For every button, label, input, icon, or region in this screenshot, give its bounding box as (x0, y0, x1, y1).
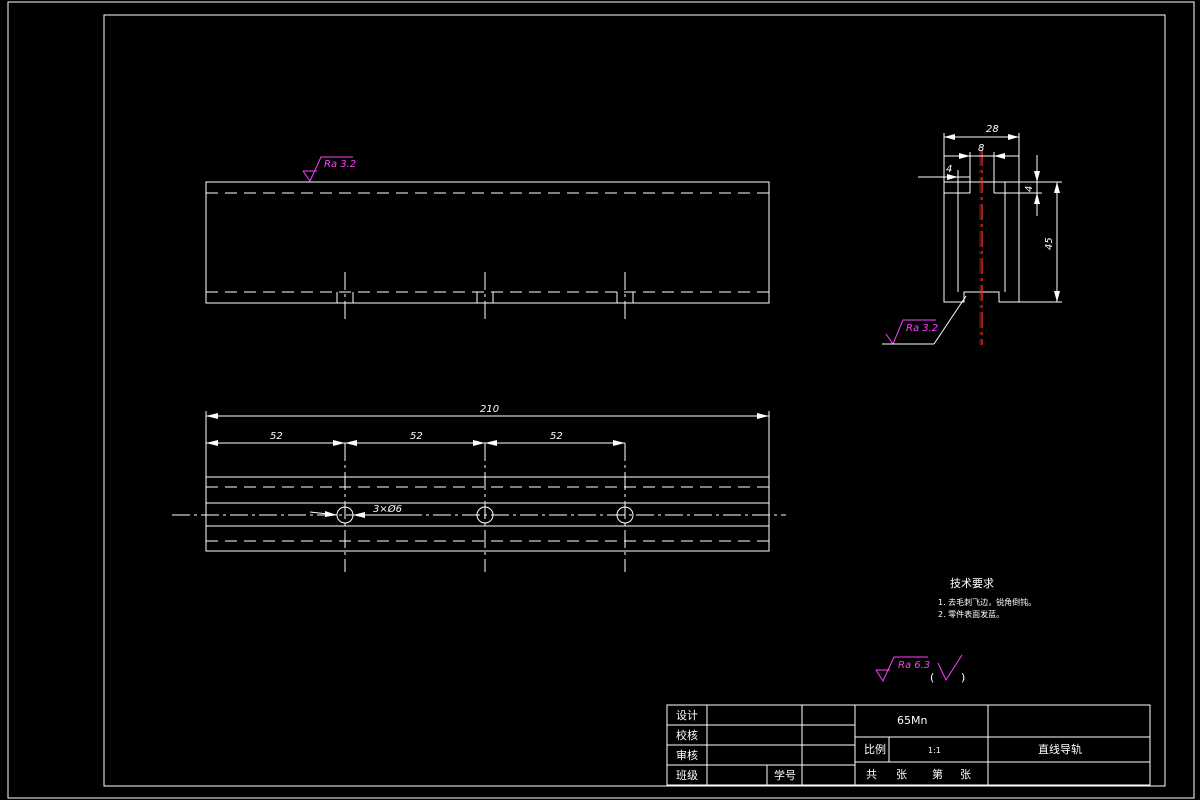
dim-width: 28 (943, 124, 1020, 182)
dim-52-2: 52 (410, 431, 423, 442)
tech-req-item-1: 1. 去毛刺飞边，锐角倒钝。 (938, 597, 1036, 607)
plan-view-outline (205, 476, 770, 552)
front-view: Ra 3.2 (205, 156, 770, 323)
dim-overall-length: 210 (206, 404, 769, 419)
dim-4-right-label: 4 (1024, 186, 1035, 192)
tb-class: 班级 (676, 769, 698, 782)
paren-close: ) (961, 671, 965, 684)
tech-req-title: 技术要求 (950, 577, 994, 590)
front-view-outline (205, 181, 770, 304)
roughness-symbol-section: Ra 3.2 (882, 319, 938, 346)
dim-52-3: 52 (550, 431, 563, 442)
section-outline (943, 181, 1020, 303)
dim-spacing: 52 52 52 (206, 431, 625, 446)
hole-callout: 3×Ø6 (309, 503, 420, 518)
tech-requirements: 技术要求 1. 去毛刺飞边，锐角倒钝。 2. 零件表面发蓝。 (938, 577, 1036, 619)
tb-sheet-no: 第 (932, 767, 943, 781)
roughness-general: Ra 6.3 ( ) (875, 654, 965, 684)
tb-student-no: 学号 (774, 768, 796, 782)
dim-210-label: 210 (480, 404, 499, 415)
roughness-label-front: Ra 3.2 (324, 159, 356, 170)
dim-lip-right: 4 (1019, 155, 1042, 216)
tb-design: 设计 (676, 709, 698, 722)
dim-lip-left: 4 (918, 164, 970, 182)
inner-border (103, 14, 1166, 787)
paren-open: ( (930, 671, 934, 684)
hole-section-2 (476, 272, 494, 323)
tb-material: 65Mn (897, 714, 927, 727)
dim-4-left-label: 4 (946, 164, 952, 175)
dim-52-1: 52 (270, 431, 283, 442)
title-block: 设计 校核 审核 班级 学号 65Mn 比例 1:1 直线导轨 共 张 第 张 (666, 704, 1151, 786)
hole-section-3 (616, 272, 634, 323)
tb-sheet-no-unit: 张 (960, 768, 971, 781)
tb-scale-value: 1:1 (928, 746, 941, 755)
tb-part-name: 直线导轨 (1038, 742, 1082, 756)
roughness-general-label: Ra 6.3 (898, 660, 930, 671)
tb-sheets-total: 共 (866, 768, 877, 781)
dim-height: 45 (1019, 181, 1062, 303)
tb-review: 审核 (676, 748, 698, 762)
tb-sheets-unit: 张 (896, 768, 907, 781)
hole-section-1 (336, 272, 354, 323)
dim-28-label: 28 (986, 124, 999, 135)
roughness-label-section: Ra 3.2 (906, 323, 938, 334)
tb-scale-label: 比例 (864, 742, 886, 756)
roughness-symbol-front: Ra 3.2 (302, 156, 356, 183)
dim-45-label: 45 (1044, 237, 1055, 250)
tech-req-item-2: 2. 零件表面发蓝。 (938, 609, 1004, 619)
dim-8-label: 8 (978, 143, 984, 154)
outer-border (7, 1, 1195, 799)
hole-callout-label: 3×Ø6 (373, 503, 402, 515)
plan-view: 210 52 52 52 3×Ø6 (172, 404, 786, 572)
section-view: 28 8 4 4 (882, 124, 1062, 346)
tb-check: 校核 (676, 728, 698, 742)
